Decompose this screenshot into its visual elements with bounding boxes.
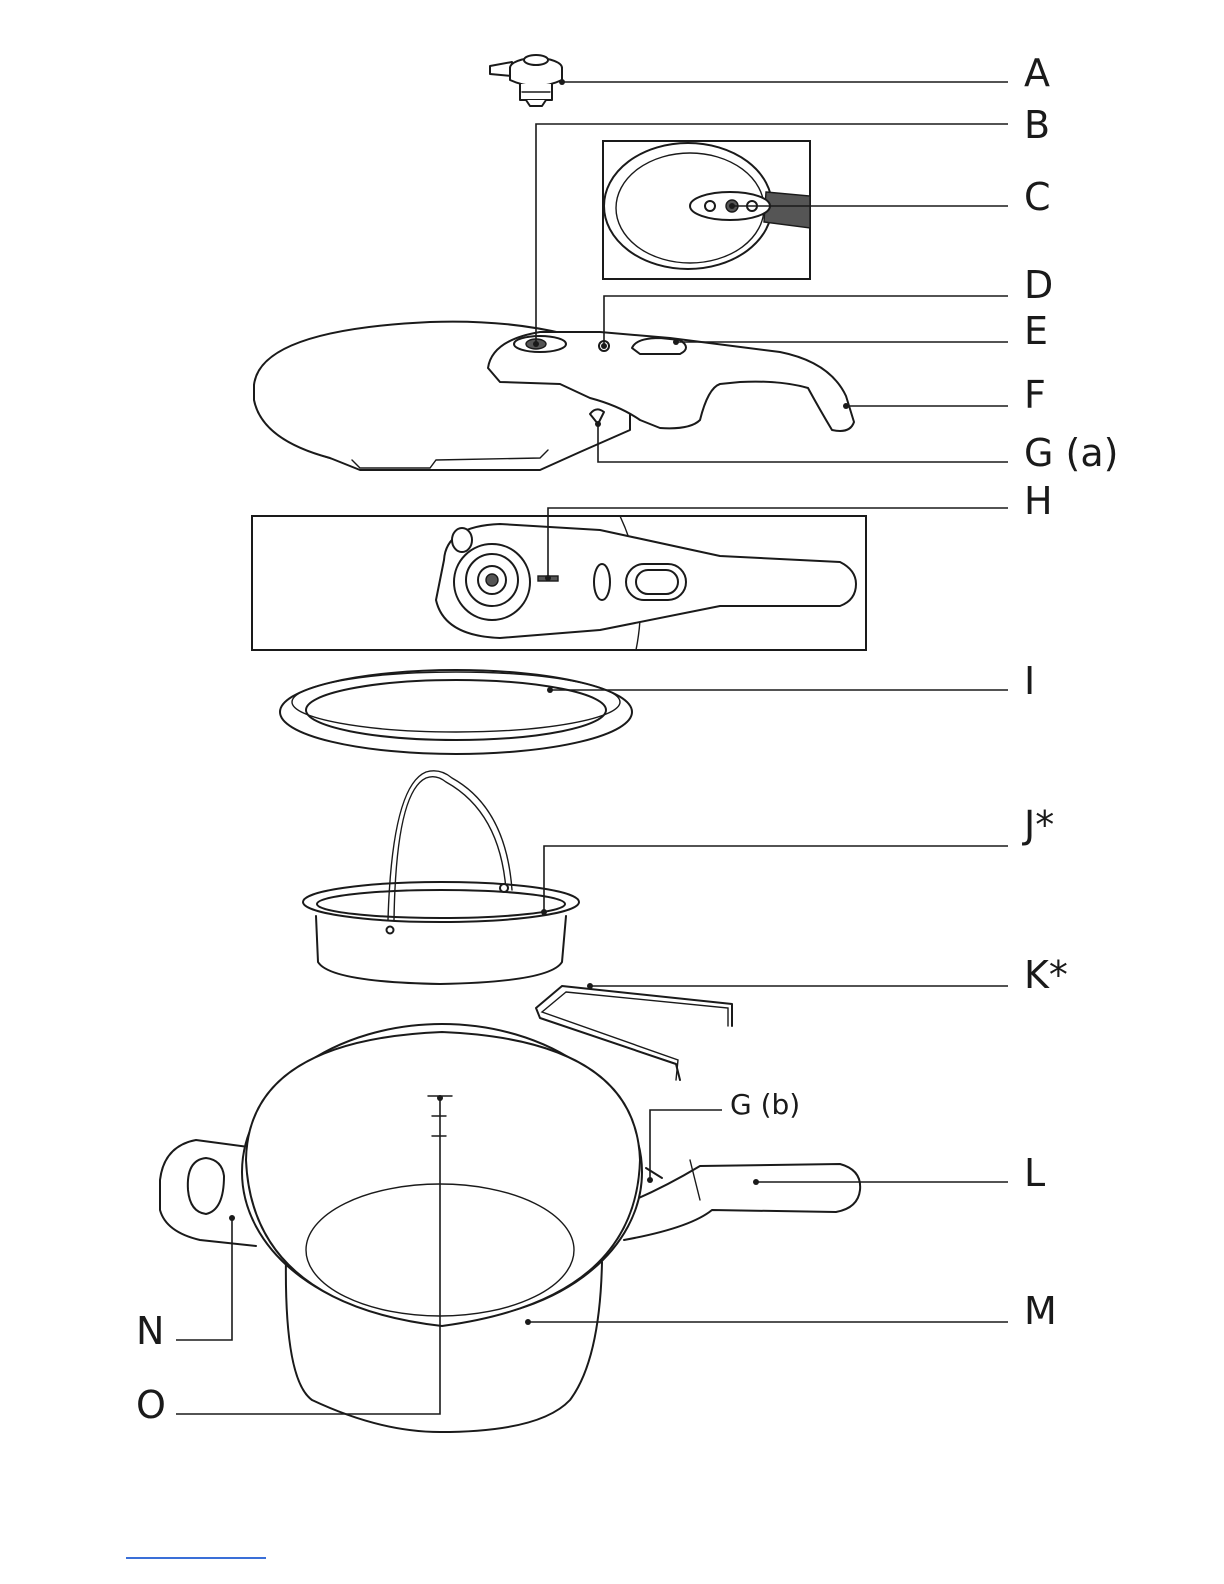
label-g-b: G (b): [730, 1088, 800, 1121]
label-a: A: [1024, 51, 1050, 95]
lid-side-view: [254, 322, 854, 470]
label-b: B: [1024, 103, 1050, 147]
label-l: L: [1024, 1151, 1045, 1195]
label-o: O: [136, 1383, 166, 1427]
label-f: F: [1024, 373, 1046, 417]
label-i: I: [1024, 659, 1035, 703]
label-j: J*: [1022, 803, 1054, 847]
label-c: C: [1024, 175, 1051, 219]
label-n: N: [136, 1309, 164, 1353]
part-m-pot-body: [160, 1024, 860, 1432]
label-e: E: [1024, 309, 1048, 353]
label-m: M: [1024, 1289, 1057, 1333]
inset-handle-top-view: [252, 516, 866, 650]
part-j-steam-basket: [303, 771, 579, 984]
inset-lid-top-view: [603, 141, 810, 279]
footer-rule: [126, 1557, 266, 1559]
part-i-gasket: [280, 670, 632, 754]
label-k: K*: [1024, 953, 1068, 997]
label-h: H: [1024, 479, 1053, 523]
label-d: D: [1024, 263, 1053, 307]
part-a-pressure-valve: [490, 55, 562, 106]
label-g-a: G (a): [1024, 431, 1118, 475]
